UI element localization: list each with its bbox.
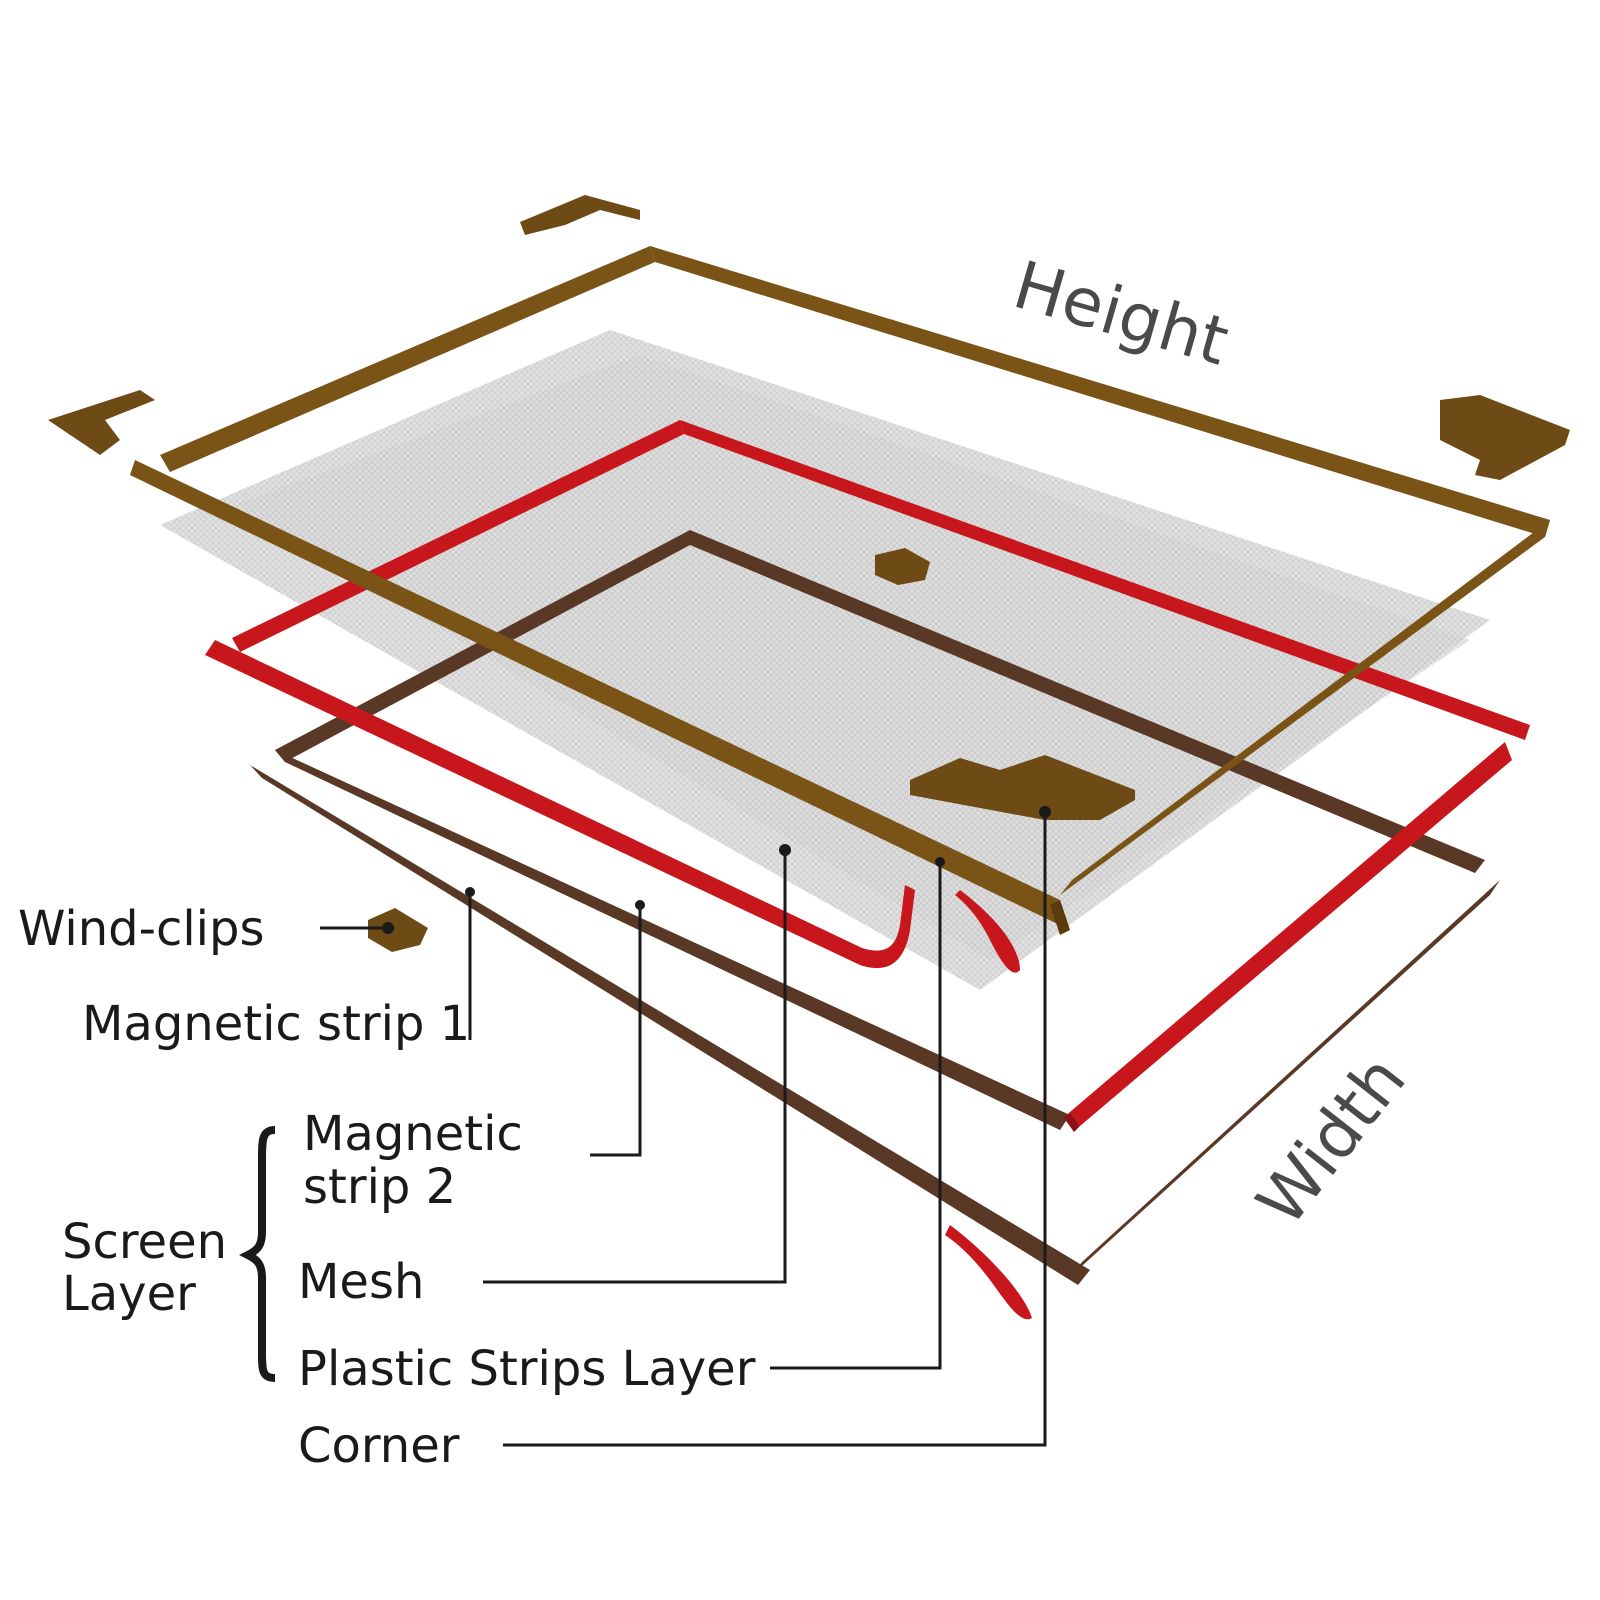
label-corner: Corner [298,1418,460,1474]
label-wind-clips: Wind-clips [18,901,265,957]
magnetic-strip-2-top-left [232,420,684,652]
frame-right-edge [1060,520,1550,895]
wind-clip-center [875,548,930,585]
magnetic-strip-2-top-right [680,420,1530,740]
leader-corner [503,812,1047,1447]
label-plastic-strips-layer: Plastic Strips Layer [298,1341,756,1397]
label-magnetic-strip-2-line1: Magnetic [303,1106,523,1162]
label-magnetic-strip-1: Magnetic strip 1 [82,996,470,1052]
magnetic-strip-1-layer [250,530,1500,1285]
plastic-strips-frame [130,246,1550,935]
magnetic-strip-2-layer [205,420,1530,1320]
label-mesh: Mesh [298,1254,424,1310]
corner-piece-top [520,195,640,235]
mesh-sheet-front [235,355,1470,960]
frame-front-edge [130,460,1070,930]
frame-top-right-edge [650,246,1550,537]
leader-mesh [483,850,787,1284]
magnetic-strip-2-front [205,640,915,969]
magnetic-strip-1-right [1072,880,1500,1275]
magnetic-strip-2-right-edge [1064,1112,1080,1132]
magnetic-strip-2-curl-bottom [945,1225,1032,1320]
label-screen-layer-line1: Screen [62,1214,227,1270]
wind-clip-loose [368,908,428,952]
corner-piece-right [1440,395,1570,480]
leader-lines [239,806,1051,1447]
magnetic-strip-2-curl-right [955,890,1020,973]
mesh-layer [160,330,1490,990]
frame-top-left-edge [160,246,655,472]
magnetic-strip-2-right [1070,742,1512,1126]
corner-piece-left [48,390,155,455]
magnetic-strip-1-lower [250,765,1090,1285]
label-screen-layer-line2: Layer [62,1266,196,1322]
magnetic-strip-1-left-side [275,750,1070,1130]
dimension-height: Height [1006,246,1237,380]
label-magnetic-strip-2-line2: strip 2 [303,1159,456,1215]
screen-layer-brace [239,1126,276,1382]
dimension-width: Width [1242,1041,1421,1240]
leader-magnetic-strip-2 [590,905,642,1157]
frame-front-end [1050,900,1070,935]
leader-plastic-strips [770,862,942,1370]
corners [48,195,1570,820]
corner-piece-front [910,755,1135,820]
